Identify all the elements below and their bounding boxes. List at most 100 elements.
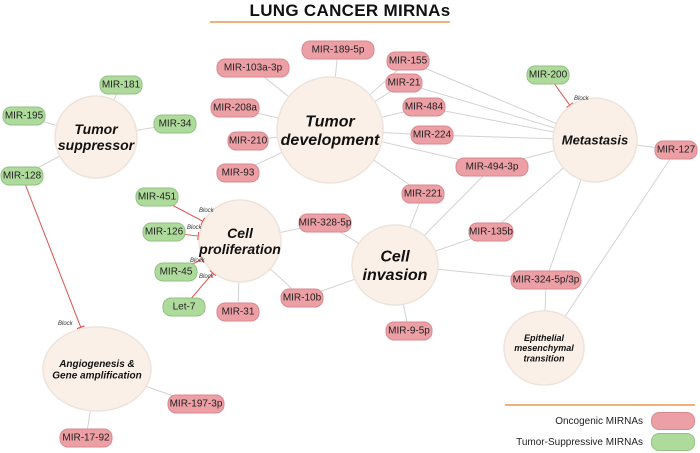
hub-label: transition [523,354,565,364]
hub-circle [54,95,138,179]
mirna-pill-mir494: MIR-494-3p [455,157,529,177]
hub-label: Tumor [305,113,355,130]
mirna-pill-mir128: MIR-128 [0,166,44,186]
block-label: Block [199,208,215,214]
mirna-pill-mir31: MIR-31 [216,302,260,322]
hub-label: proliferation [198,241,281,257]
hub-circle [198,199,282,283]
mirna-label: MIR-126 [145,227,184,238]
mirna-label: MIR-45 [160,267,193,278]
mirna-pill-mir127: MIR-127 [654,140,698,160]
mirna-label: MIR-451 [138,192,177,203]
block-bar-icon [209,269,217,277]
hub-circle [503,310,585,386]
mirna-label: MIR-128 [3,171,42,182]
mirna-label: MIR-328-5p [299,218,352,229]
block-bar-icon [76,325,85,330]
pill-shape [153,114,197,134]
hub-label: Gene amplification [52,370,141,381]
mirna-pill-mir9: MIR-9-5p [385,321,433,341]
mirna-label: MIR-195 [5,111,44,122]
hub-label: Metastasis [562,133,628,148]
hub-label: suppressor [58,137,136,153]
mirna-pill-mir1792: MIR-17-92 [59,428,113,448]
legend-label: Oncogenic MIRNAs [555,415,643,427]
title-underline [210,21,450,23]
mirna-pill-mir135: MIR-135b [468,222,514,242]
hub-label: Epithelial [524,333,565,343]
pill-shape [455,157,529,177]
mirna-label: MIR-200 [529,70,568,81]
pill-shape [227,131,269,151]
mirna-label: MIR-93 [222,168,255,179]
mirna-label: MIR-189-5p [312,45,365,56]
edge-emt-mir127 [543,149,677,349]
pill-shape [154,262,198,282]
pill-shape [468,222,514,242]
pill-shape [216,302,260,322]
mirna-label: MIR-10b [283,293,322,304]
mirna-label: MIR-221 [404,189,443,200]
mirna-pill-mir210: MIR-210 [227,131,269,151]
mirna-pill-mir34: MIR-34 [153,114,197,134]
hub-label: mesenchymal [514,343,574,353]
hub-angiogenesis: Angiogenesis &Gene amplification [42,326,152,412]
legend-divider [505,404,695,406]
mirna-pill-mir45: MIR-45 [154,262,198,282]
pill-shape [385,73,423,93]
pill-shape [59,428,113,448]
pill-shape [280,288,324,308]
block-label: Block [187,225,203,231]
pill-shape [401,184,445,204]
mirna-label: MIR-197-3p [170,399,223,410]
mirna-label: MIR-21 [388,78,421,89]
pill-shape [654,140,698,160]
pill-shape [216,163,260,183]
hub-label: Tumor [74,121,119,137]
hub-label: Angiogenesis & [58,359,135,370]
pill-shape [99,75,143,95]
mirna-pill-mir103: MIR-103a-3p [216,58,290,78]
mirna-label: MIR-103a-3p [224,63,283,74]
pill-shape [526,65,570,85]
pill-shape [0,166,44,186]
mirna-pill-mir208: MIR-208a [210,98,260,118]
pill-shape [216,58,290,78]
mirna-label: MIR-155 [389,56,428,67]
diagram-title: LUNG CANCER MIRNAs [249,1,451,20]
block-edge-mir128-angiogenesis [21,175,82,328]
mirna-pill-mir155: MIR-155 [386,51,430,71]
pill-shape [386,51,430,71]
mirna-label: MIR-224 [413,130,452,141]
legend-swatch-suppressive [651,433,695,451]
mirna-pill-mir221: MIR-221 [401,184,445,204]
mirna-pill-mir10b: MIR-10b [280,288,324,308]
mirna-label: MIR-181 [102,80,141,91]
pill-shape [2,106,46,126]
mirna-label: Let-7 [173,302,196,313]
pill-shape [210,98,260,118]
mirna-label: MIR-17-92 [62,433,110,444]
hub-label: Cell [227,225,254,241]
mirna-label: MIR-208a [213,103,257,114]
mirna-pill-mir126: MIR-126 [142,222,186,242]
mirna-pill-mir324: MIR-324-5p/3p [510,270,582,290]
hub-circle [552,97,638,183]
pill-shape [162,297,206,317]
mirna-label: MIR-324-5p/3p [513,275,580,286]
mirna-label: MIR-484 [405,102,444,113]
mirna-pill-mir189: MIR-189-5p [301,40,375,60]
pill-shape [301,40,375,60]
mirna-pill-mir195: MIR-195 [2,106,46,126]
mirna-label: MIR-9-5p [388,326,430,337]
mirna-label: MIR-34 [159,119,192,130]
mirna-pill-mir200: MIR-200 [526,65,570,85]
pill-shape [135,187,179,207]
block-label: Block [190,258,206,264]
mirna-pill-mir181: MIR-181 [99,75,143,95]
